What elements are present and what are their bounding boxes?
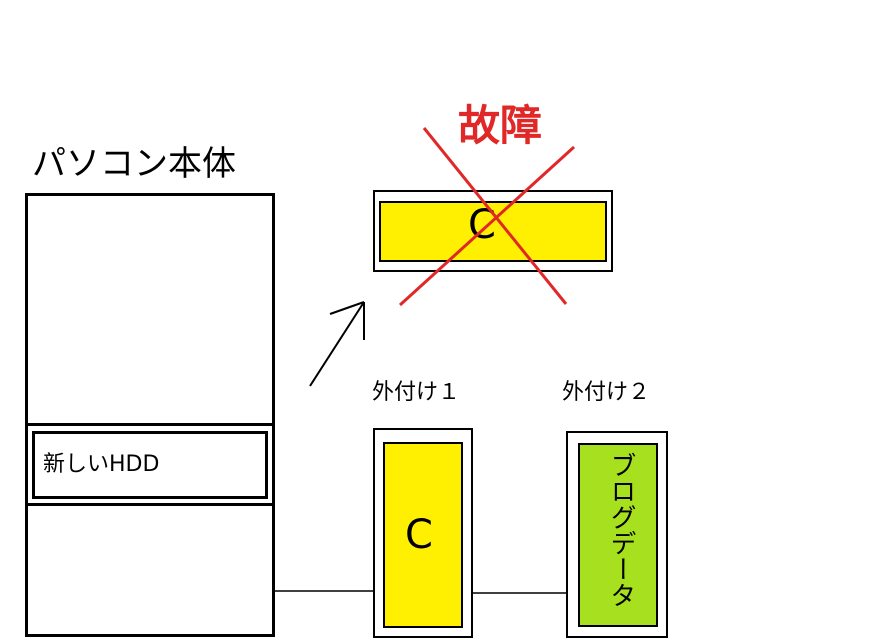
external-drive-1-label: 外付け１ — [372, 380, 461, 405]
new-hdd-label: 新しいHDD — [43, 452, 160, 477]
failure-cross-icon — [398, 127, 576, 307]
external-drive-2-content-label: ブログデータ — [606, 452, 636, 608]
external-drive-1-letter: C — [405, 512, 433, 558]
external-drive-1 — [383, 442, 463, 628]
pc-case — [25, 193, 275, 637]
external-drive-2 — [578, 443, 658, 627]
failure-label: 故障 — [458, 101, 543, 150]
pc-bay-divider-bottom — [25, 503, 275, 506]
move-arrow-icon — [309, 301, 365, 387]
new-hdd-slot — [32, 431, 268, 499]
external-drive-2-label: 外付け２ — [562, 380, 651, 405]
pc-title: パソコン本体 — [32, 144, 236, 184]
pc-bay-divider-top — [25, 423, 275, 426]
